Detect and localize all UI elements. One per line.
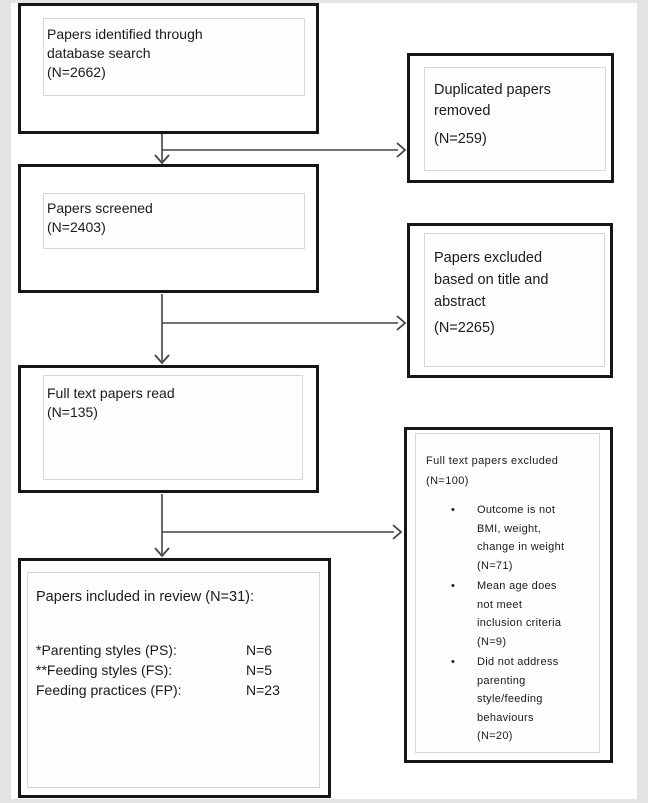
excluded-title-abstract-count: (N=2265): [434, 320, 495, 336]
box-excluded-title-abstract: Papers excluded based on title and abstr…: [407, 223, 613, 378]
bullet-marker: •: [451, 580, 455, 592]
box-papers-included: Papers included in review (N=31): *Paren…: [18, 558, 331, 798]
exclusion-reason-scope: Did not address parenting style/feeding …: [477, 656, 559, 742]
text-frame: Papers identified through database searc…: [43, 18, 305, 96]
row-value-feeding-practices: N=23: [246, 682, 280, 698]
row-label-feeding-styles: **Feeding styles (FS):: [36, 662, 173, 678]
table-row: Feeding practices (FP): N=23: [36, 680, 319, 700]
bullet-marker: •: [451, 504, 455, 516]
text-frame: Papers excluded based on title and abstr…: [424, 233, 605, 367]
arrow-identified-to-screened: [154, 134, 407, 165]
text-frame: Papers included in review (N=31): *Paren…: [27, 572, 320, 788]
row-value-parenting-styles: N=6: [246, 642, 273, 658]
papers-identified-text: Papers identified through database searc…: [47, 26, 203, 80]
list-item: • Mean age does not meet inclusion crite…: [443, 577, 599, 651]
excluded-title-abstract-text: Papers excluded based on title and abstr…: [434, 250, 549, 310]
text-frame: Duplicated papers removed (N=259): [424, 67, 606, 171]
papers-screened-text: Papers screened (N=2403): [47, 200, 153, 235]
arrow-screened-to-fulltext: [154, 294, 407, 365]
list-item: • Outcome is not BMI, weight, change in …: [443, 501, 599, 575]
fulltext-excluded-title: Full text papers excluded (N=100): [426, 455, 559, 487]
box-fulltext-excluded: Full text papers excluded (N=100) • Outc…: [404, 427, 613, 763]
page-margin-left: [0, 0, 11, 803]
row-label-feeding-practices: Feeding practices (FP):: [36, 682, 182, 698]
text-frame: Papers screened (N=2403): [43, 193, 305, 249]
box-duplicates-removed: Duplicated papers removed (N=259): [407, 53, 614, 183]
exclusion-reason-age: Mean age does not meet inclusion criteri…: [477, 580, 562, 648]
duplicates-removed-count: (N=259): [434, 131, 487, 147]
papers-included-title: Papers included in review (N=31):: [36, 589, 255, 605]
row-label-parenting-styles: *Parenting styles (PS):: [36, 642, 177, 658]
included-breakdown-table: *Parenting styles (PS): N=6 **Feeding st…: [28, 640, 319, 700]
list-item: • Did not address parenting style/feedin…: [443, 653, 599, 746]
duplicates-removed-text: Duplicated papers removed: [434, 82, 551, 119]
page-margin-right: [637, 0, 648, 803]
text-frame: Full text papers read (N=135): [43, 375, 303, 480]
box-fulltext-read: Full text papers read (N=135): [18, 365, 319, 493]
row-value-feeding-styles: N=5: [246, 662, 273, 678]
text-frame: Full text papers excluded (N=100) • Outc…: [415, 433, 600, 753]
box-papers-screened: Papers screened (N=2403): [18, 164, 319, 293]
table-row: **Feeding styles (FS): N=5: [36, 660, 319, 680]
exclusion-reason-outcome: Outcome is not BMI, weight, change in we…: [477, 504, 565, 572]
exclusion-reason-list: • Outcome is not BMI, weight, change in …: [416, 501, 599, 746]
bullet-marker: •: [451, 656, 455, 668]
page-margin-top: [0, 0, 648, 3]
fulltext-read-text: Full text papers read (N=135): [47, 385, 175, 420]
box-papers-identified: Papers identified through database searc…: [18, 3, 319, 134]
arrow-fulltext-to-included: [154, 494, 403, 558]
page-margin-bottom: [0, 799, 648, 803]
table-row: *Parenting styles (PS): N=6: [36, 640, 319, 660]
